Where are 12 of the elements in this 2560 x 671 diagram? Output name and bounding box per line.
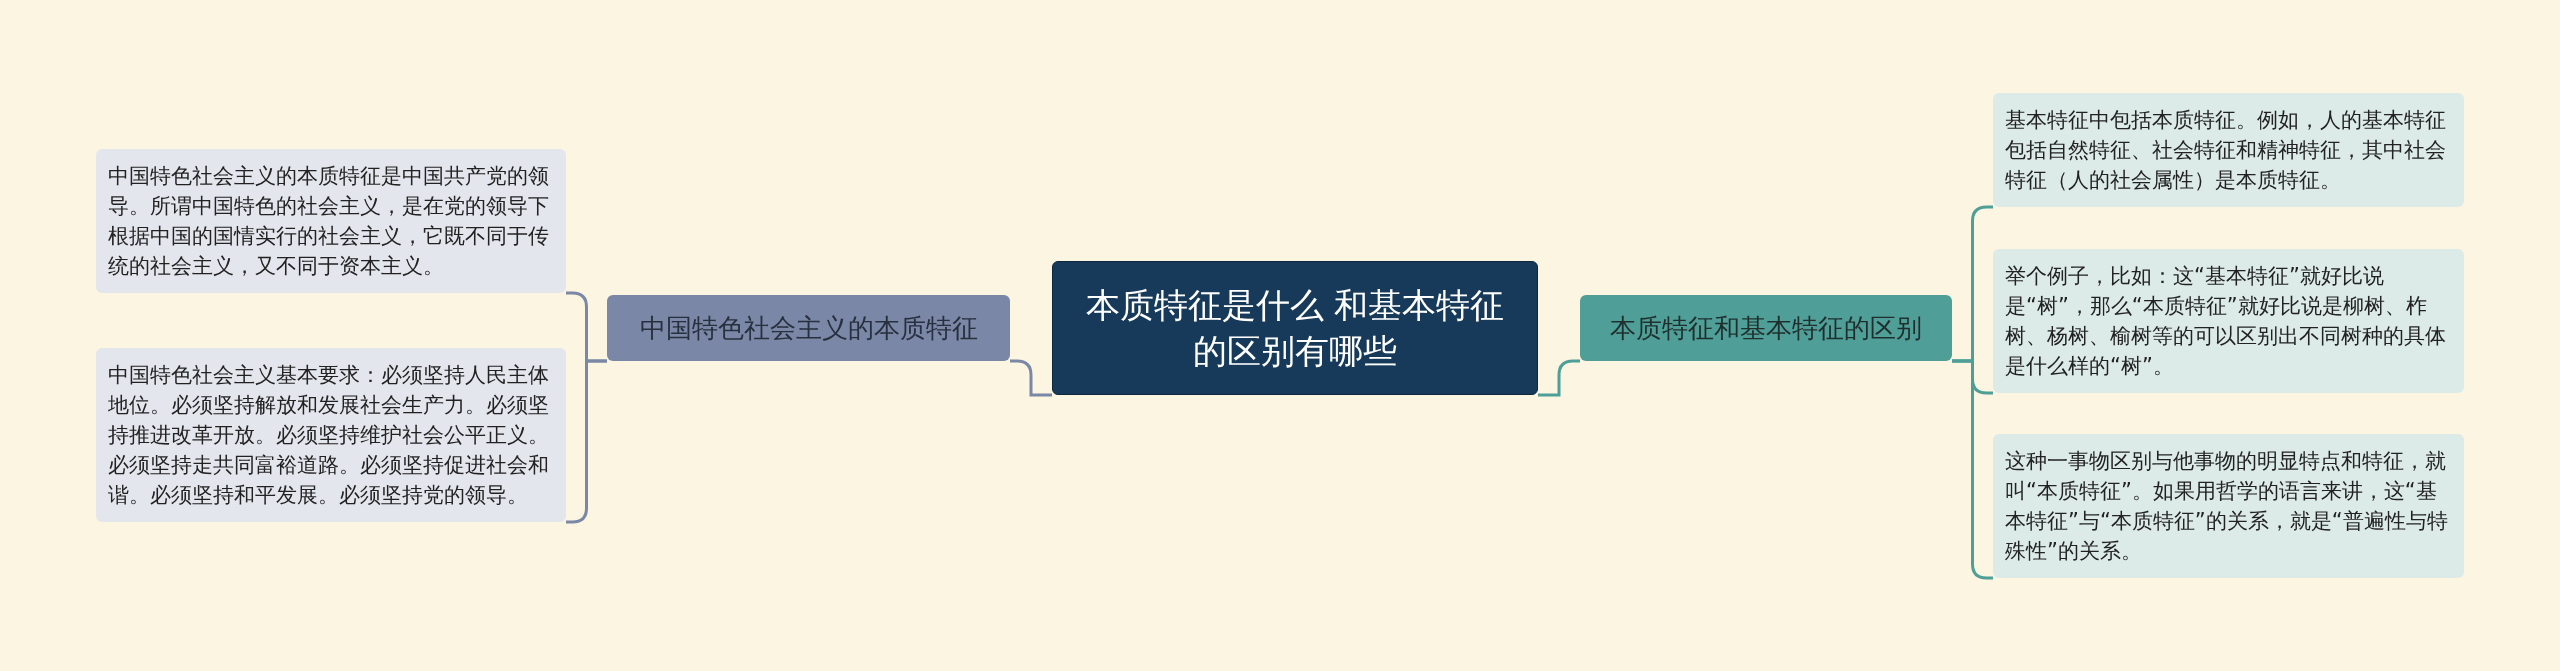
connector-line [566,359,607,524]
connector-line [1010,359,1052,397]
leaf-note-box: 举个例子，比如：这“基本特征”就好比说是“树”，那么“本质特征”就好比说是柳树、柞树、杨树、榆树等的可以区别出不同树种的具体是什么样的“树”。 [1993,249,2464,393]
connector-line [1952,359,1993,580]
leaf-note-box: 这种一事物区别与他事物的明显特点和特征，就叫“本质特征”。如果用哲学的语言来讲，这“基本特征”与“本质特征”的关系，就是“普遍性与特殊性”的关系。 [1993,434,2464,578]
leaf-note-box: 中国特色社会主义的本质特征是中国共产党的领导。所谓中国特色的社会主义，是在党的领导下根据中国的国情实行的社会主义，它既不同于传统的社会主义，又不同于资本主义。 [96,149,566,293]
branch-topic-box: 本质特征和基本特征的区别 [1580,295,1952,361]
branch-topic-box: 中国特色社会主义的本质特征 [607,295,1010,361]
connector-line [1538,359,1580,397]
leaf-note-box: 基本特征中包括本质特征。例如，人的基本特征包括自然特征、社会特征和精神特征，其中社会特征（人的社会属性）是本质特征。 [1993,93,2464,207]
leaf-note-box: 中国特色社会主义基本要求：必须坚持人民主体地位。必须坚持解放和发展社会生产力。必须坚持推进改革开放。必须坚持维护社会公平正义。必须坚持走共同富裕道路。必须坚持促进社会和谐。必须坚持和平发展。必须坚持党的领导。 [96,348,566,522]
central-topic-box: 本质特征是什么 和基本特征的区别有哪些 [1052,261,1538,395]
